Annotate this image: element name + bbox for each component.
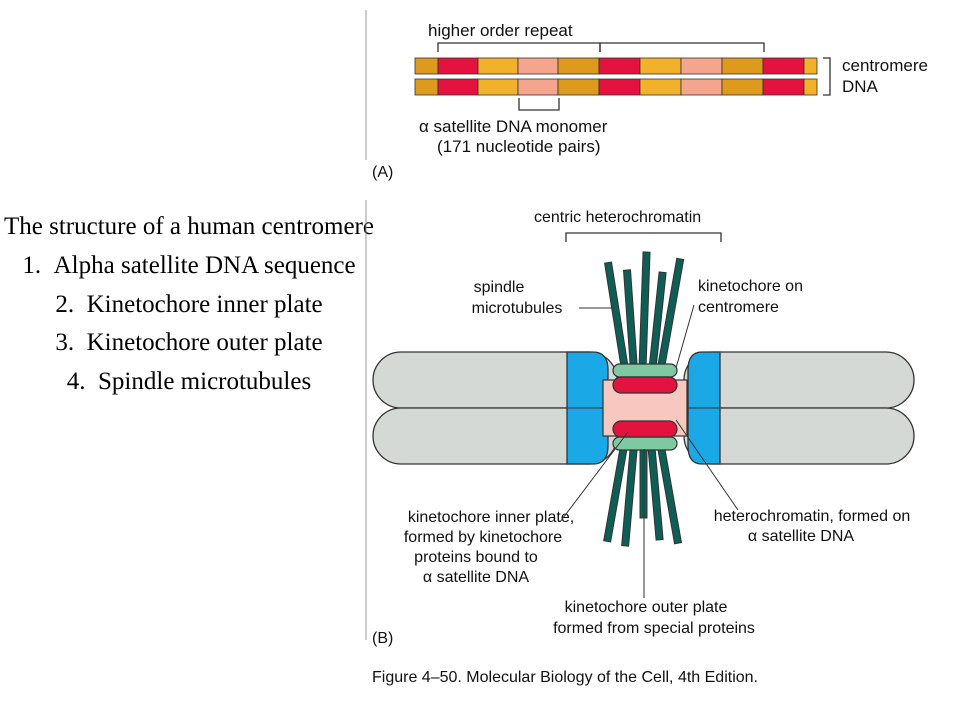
inner-plate-bottom <box>612 420 678 438</box>
dna-segment <box>803 57 818 75</box>
list-text: Kinetochore outer plate <box>86 329 323 357</box>
centromere-label: centromere <box>842 56 928 75</box>
inner-plate-leader <box>559 431 629 523</box>
slide-text-block: The structure of a human centromere 1. A… <box>0 208 378 402</box>
panel-b-label: (B) <box>372 630 393 647</box>
dna-segment <box>598 57 641 75</box>
kinetochore-on-label-line2: centromere <box>698 299 779 316</box>
heterochromatin-leader <box>675 419 739 511</box>
list-text: Spindle microtubules <box>98 368 312 395</box>
dna-segment <box>477 78 519 96</box>
list-item: 3. Kinetochore outer plate <box>0 324 378 363</box>
microtubule <box>638 251 651 371</box>
dna-strand-top <box>414 57 818 75</box>
slide-list: 1. Alpha satellite DNA sequence 2. Kinet… <box>0 247 378 402</box>
panel-a: higher order repeat centromere DNA α sat… <box>365 10 928 181</box>
panel-a-label: (A) <box>372 164 393 181</box>
dna-segment <box>517 57 559 75</box>
list-item: 4. Spindle microtubules <box>0 363 378 402</box>
inner-plate-label-line1: kinetochore inner plate, <box>408 509 574 526</box>
dna-strand-bottom <box>414 78 818 96</box>
dna-segment <box>414 78 439 96</box>
dna-segment <box>721 57 764 75</box>
dna-segment <box>803 78 818 96</box>
inner-plate-label-line2: formed by kinetochore <box>404 529 562 546</box>
spindle-label-line1: spindle <box>474 279 525 296</box>
centromere-bracket <box>823 57 831 96</box>
inner-plate-label-line4: α satellite DNA <box>423 569 530 586</box>
spindle-microtubules-bottom <box>603 445 683 547</box>
dna-segment <box>639 78 682 96</box>
outer-plate-label-line2: formed from special proteins <box>553 620 755 637</box>
panel-b: centric heterochromatin <box>365 200 915 647</box>
heterochromatin-label-line2: α satellite DNA <box>748 528 855 545</box>
dna-segment <box>762 57 805 75</box>
dna-segment <box>598 78 641 96</box>
dna-segment <box>477 57 519 75</box>
centric-heterochromatin-label: centric heterochromatin <box>534 209 701 226</box>
dna-segment <box>557 78 600 96</box>
dna-segment <box>639 57 682 75</box>
repeat-bracket-2 <box>599 42 765 52</box>
inner-plate-label-line3: proteins bound to <box>414 549 538 566</box>
dna-segment <box>414 57 439 75</box>
dna-segment <box>762 78 805 96</box>
list-number: 3. <box>55 329 75 357</box>
list-number: 4. <box>66 368 86 395</box>
dna-label: DNA <box>842 77 879 96</box>
spindle-label-line2: microtubules <box>472 300 563 317</box>
higher-order-repeat-label: higher order repeat <box>428 21 573 40</box>
monomer-label-line2: (171 nucleotide pairs) <box>437 137 600 156</box>
monomer-label-line1: α satellite DNA monomer <box>419 117 608 136</box>
list-item: 1. Alpha satellite DNA sequence <box>0 247 378 286</box>
list-text: Alpha satellite DNA sequence <box>53 251 356 279</box>
inner-plate-top <box>612 376 678 394</box>
dna-segment <box>437 57 479 75</box>
repeat-bracket-1 <box>437 42 601 52</box>
list-item: 2. Kinetochore inner plate <box>0 286 378 325</box>
outer-plate-label-line1: kinetochore outer plate <box>565 599 728 616</box>
figure-caption: Figure 4–50. Molecular Biology of the Ce… <box>372 669 758 686</box>
slide-title: The structure of a human centromere <box>4 213 374 240</box>
list-number: 1. <box>22 251 42 279</box>
dna-segment <box>557 57 600 75</box>
centric-heterochromatin-bracket <box>565 232 722 242</box>
kinetochore-on-leader <box>675 304 695 369</box>
dna-segment <box>721 78 764 96</box>
list-text: Kinetochore inner plate <box>86 290 323 318</box>
dna-segment <box>680 57 723 75</box>
heterochromatin-label-line1: heterochromatin, formed on <box>714 508 911 525</box>
kinetochore-on-label-line1: kinetochore on <box>698 278 803 295</box>
dna-segment <box>517 78 559 96</box>
monomer-bracket <box>518 98 560 111</box>
outer-plate-top <box>612 363 678 378</box>
list-number: 2. <box>55 290 75 318</box>
dna-segment <box>437 78 479 96</box>
spindle-microtubules-top <box>604 251 685 371</box>
dna-segment <box>680 78 723 96</box>
